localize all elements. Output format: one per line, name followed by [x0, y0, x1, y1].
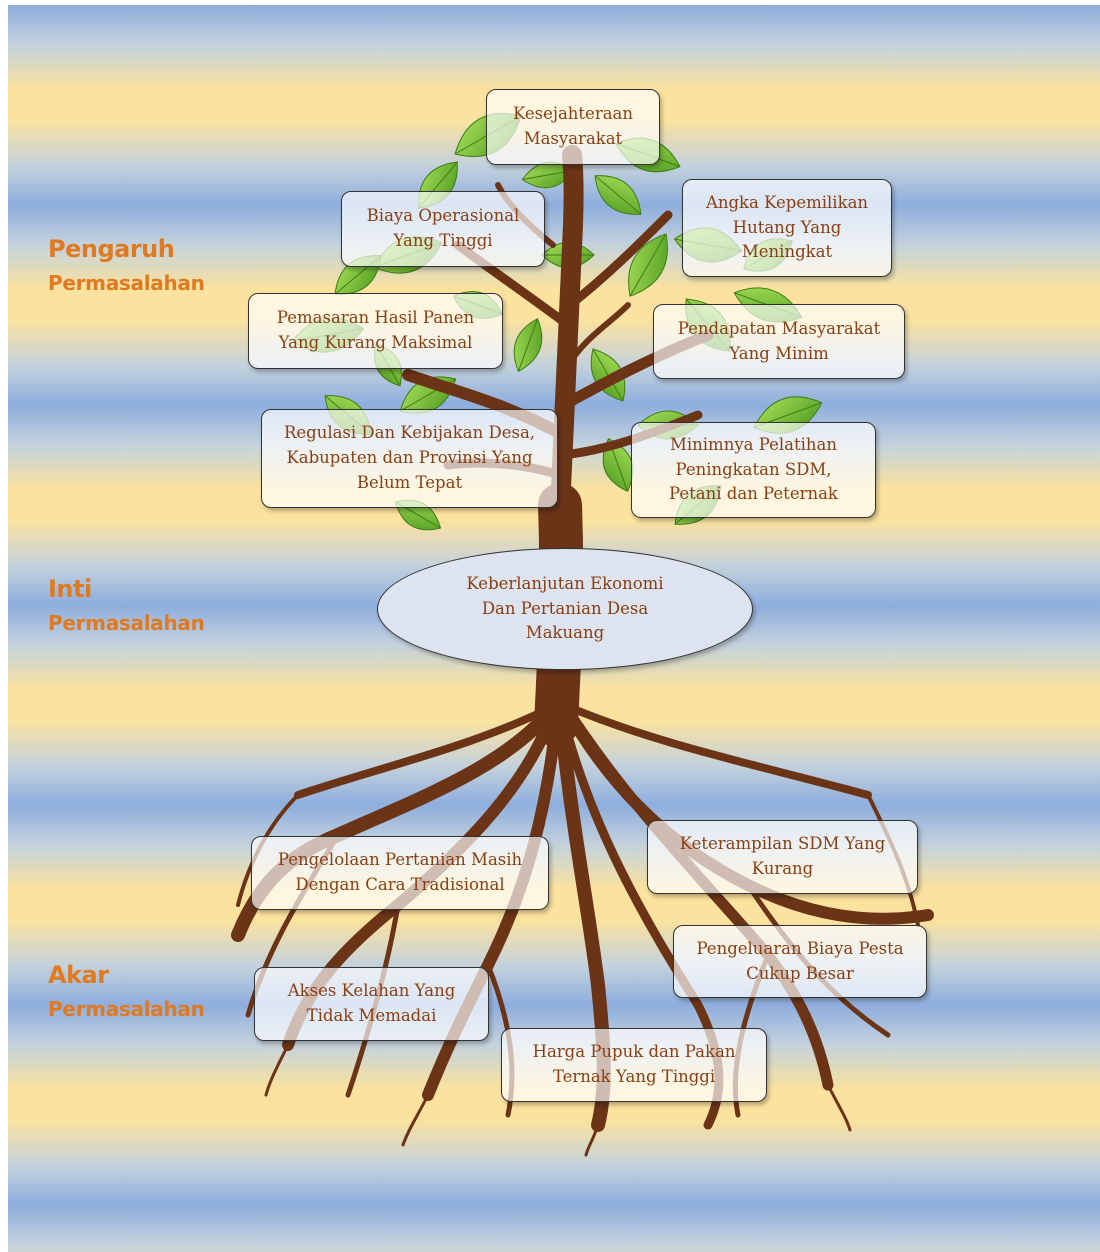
- label-inti-title: Inti: [48, 575, 92, 603]
- cause-box-akses-kelahan: Akses Kelahan Yang Tidak Memadai: [254, 967, 489, 1041]
- problem-tree-diagram: Pengaruh Permasalahan Inti Permasalahan …: [8, 5, 1100, 1252]
- cause-box-harga-pupuk: Harga Pupuk dan Pakan Ternak Yang Tinggi: [501, 1028, 767, 1102]
- label-inti-permasalahan: Inti Permasalahan: [48, 575, 205, 636]
- effect-box-kesejahteraan: Kesejahteraan Masyarakat: [486, 89, 660, 165]
- effect-box-pendapatan-masyarakat: Pendapatan Masyarakat Yang Minim: [653, 304, 905, 379]
- label-akar-permasalahan: Akar Permasalahan: [48, 961, 205, 1022]
- label-akar-title: Akar: [48, 961, 109, 989]
- effect-box-angka-kepemilikan-hutang: Angka Kepemilikan Hutang Yang Meningkat: [682, 179, 892, 277]
- effect-box-minimnya-pelatihan: Minimnya Pelatihan Peningkatan SDM, Peta…: [631, 422, 876, 518]
- cause-box-keterampilan-sdm: Keterampilan SDM Yang Kurang: [647, 820, 918, 894]
- effect-box-biaya-operasional: Biaya Operasional Yang Tinggi: [341, 191, 545, 267]
- effect-box-pemasaran-hasil-panen: Pemasaran Hasil Panen Yang Kurang Maksim…: [248, 293, 503, 369]
- cause-box-pengelolaan-pertanian: Pengelolaan Pertanian Masih Dengan Cara …: [251, 836, 549, 910]
- effect-box-regulasi-kebijakan: Regulasi Dan Kebijakan Desa, Kabupaten d…: [261, 409, 558, 508]
- label-pengaruh-title: Pengaruh: [48, 235, 175, 263]
- label-pengaruh-subtitle: Permasalahan: [48, 271, 205, 296]
- cause-box-pengeluaran-biaya-pesta: Pengeluaran Biaya Pesta Cukup Besar: [673, 925, 927, 998]
- label-pengaruh-permasalahan: Pengaruh Permasalahan: [48, 235, 205, 296]
- core-problem-ellipse: Keberlanjutan Ekonomi Dan Pertanian Desa…: [377, 548, 753, 670]
- label-inti-subtitle: Permasalahan: [48, 611, 205, 636]
- label-akar-subtitle: Permasalahan: [48, 997, 205, 1022]
